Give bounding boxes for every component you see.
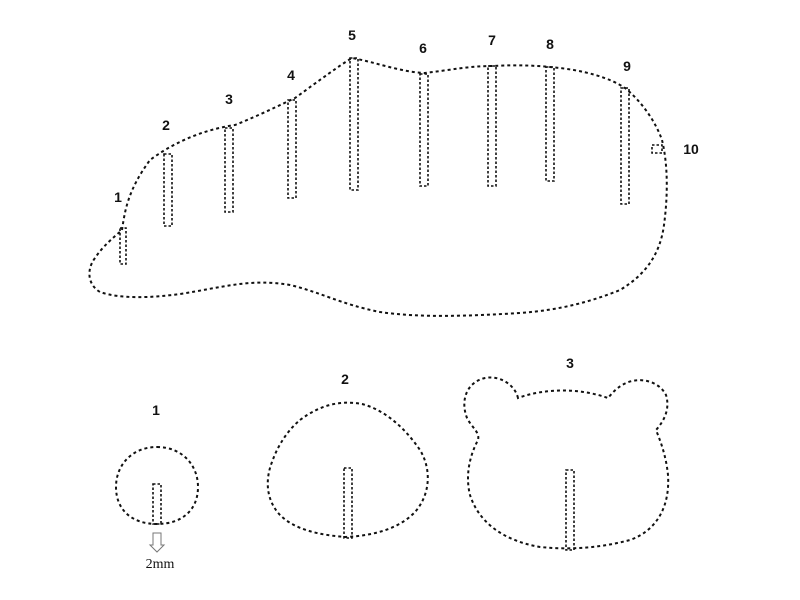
small-piece-label-3: 3	[566, 355, 574, 371]
small-piece-label-1: 1	[152, 402, 160, 418]
small-piece-2-outline	[266, 401, 429, 539]
slot-label-7: 7	[488, 32, 496, 48]
main-slot-10	[651, 144, 663, 154]
main-slot-5	[349, 57, 359, 191]
main-slot-1	[119, 227, 127, 265]
main-slot-8	[545, 66, 555, 182]
small-piece-3-slot	[565, 469, 575, 551]
main-piece: 1 2 3 4 5 6 7 8 9 10	[88, 27, 699, 317]
slot-label-8: 8	[546, 36, 554, 52]
main-slot-2	[163, 153, 173, 227]
dimension-note: 2mm	[146, 557, 175, 572]
main-slot-7	[487, 65, 497, 187]
main-piece-slots	[119, 57, 663, 265]
slot-label-10: 10	[683, 141, 699, 157]
slot-label-9: 9	[623, 58, 631, 74]
small-piece-3: 3	[463, 355, 670, 551]
slot-label-1: 1	[114, 189, 122, 205]
main-slot-3	[224, 127, 234, 213]
main-piece-outline	[88, 56, 668, 317]
slot-label-6: 6	[419, 40, 427, 56]
dimension-arrow-icon	[148, 532, 166, 553]
main-slot-4	[287, 99, 297, 199]
small-piece-1-outline	[114, 445, 200, 526]
small-piece-1: 1 2mm	[114, 402, 200, 572]
slot-label-3: 3	[225, 91, 233, 107]
slot-label-2: 2	[162, 117, 170, 133]
main-slot-6	[419, 73, 429, 187]
main-piece-labels: 1 2 3 4 5 6 7 8 9 10	[114, 27, 699, 205]
small-piece-label-2: 2	[341, 371, 349, 387]
slot-label-5: 5	[348, 27, 356, 43]
small-piece-2: 2	[266, 371, 429, 539]
slot-label-4: 4	[287, 67, 295, 83]
small-piece-2-slot	[343, 467, 353, 539]
main-slot-9	[620, 87, 630, 205]
small-piece-1-slot	[152, 483, 162, 525]
